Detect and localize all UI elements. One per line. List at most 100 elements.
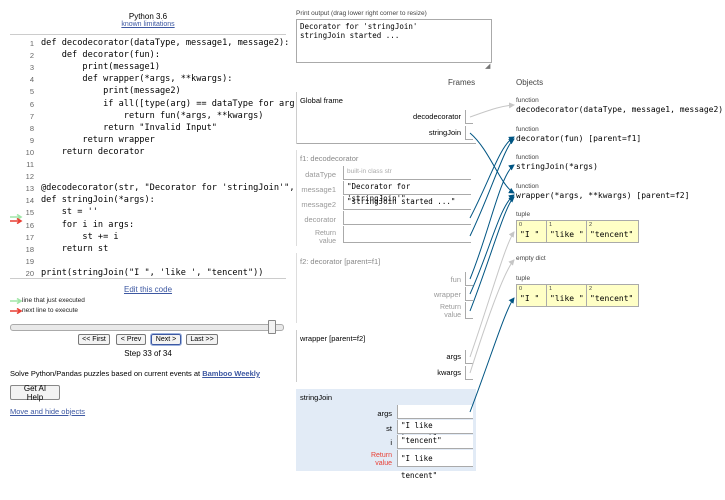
line-number: 11 — [26, 160, 34, 169]
f2-wrapper-pointer — [465, 287, 473, 301]
tuple1-type: tuple — [516, 211, 531, 218]
f2-fun-pointer — [465, 272, 473, 286]
line-number: 15 — [25, 208, 34, 218]
tuple1-cell-2: 2"tencent" — [587, 221, 638, 242]
print-output-box[interactable]: Decorator for 'stringJoin' stringJoin st… — [296, 19, 492, 63]
resize-grip-icon[interactable]: ◢ — [485, 63, 491, 70]
arrow-f2-return — [469, 196, 515, 312]
legend-green-arrow-icon — [10, 298, 23, 304]
step-counter: Step 33 of 34 — [124, 349, 172, 358]
code-text: def wrapper(*args, **kwargs): — [41, 74, 233, 85]
code-line: 8 return "Invalid Input" — [10, 123, 286, 135]
code-line: 11 — [10, 159, 286, 171]
f1-message2-value: "stringJoin started ..." — [343, 196, 471, 210]
line-number: 17 — [25, 232, 34, 242]
wrapper-args-pointer — [465, 350, 473, 364]
arrow-f1-return — [469, 138, 515, 237]
line-number: 12 — [25, 172, 34, 182]
wrapper-var-kwargs: kwargs — [437, 368, 461, 377]
frames-header: Frames — [448, 78, 476, 87]
code-line: 18 return st — [10, 244, 286, 256]
f1-var-datatype: dataType — [305, 170, 336, 179]
f1-var-decorator: decorator — [304, 215, 336, 224]
code-line: 9 return wrapper — [10, 135, 286, 147]
tuple1-value: "like " — [550, 230, 584, 239]
f2-var-wrapper: wrapper — [433, 290, 461, 299]
f1-frame-border — [296, 150, 297, 246]
global-frame: Global frame decodecorator stringJoin — [296, 92, 476, 144]
func3-signature: stringJoin(*args) — [516, 162, 598, 171]
code-text: st = '' — [41, 207, 98, 218]
f2-frame-border — [296, 253, 297, 323]
code-text: def decorator(fun): — [41, 50, 160, 61]
code-text: for i in args: — [41, 219, 135, 230]
global-frame-border — [296, 92, 297, 144]
f1-frame: f1: decodecorator dataType message1 mess… — [296, 150, 476, 246]
next-button[interactable]: Next > — [150, 333, 182, 346]
line-number: 4 — [29, 75, 34, 85]
move-hide-objects-link[interactable]: Move and hide objects — [10, 407, 86, 416]
code-text: @decodecorator(str, "Decorator for 'stri… — [41, 183, 295, 194]
stringjoin-var-st: st — [386, 424, 392, 433]
code-top-border — [10, 34, 286, 35]
f1-return-value — [343, 226, 471, 243]
f2-frame: f2: decorator [parent=f1] fun wrapper Re… — [296, 253, 476, 323]
code-line: 4 def wrapper(*args, **kwargs): — [10, 74, 286, 86]
tuple1-index: 0 — [519, 222, 523, 228]
stringjoin-var-args: args — [377, 409, 392, 418]
f1-datatype-value: built-in class str — [343, 166, 471, 180]
print-output-label: Print output (drag lower right corner to… — [296, 10, 427, 17]
legend-just-executed: line that just executed — [22, 297, 85, 304]
code-text: return st — [41, 243, 109, 254]
func4-type: function — [516, 183, 539, 190]
first-button[interactable]: << First — [78, 334, 110, 345]
line-number: 13 — [25, 184, 34, 194]
global-decodecorator-pointer — [465, 110, 473, 124]
puzzle-promo: Solve Python/Pandas puzzles based on cur… — [10, 369, 260, 378]
stringjoin-frame-title: stringJoin — [300, 393, 333, 402]
objects-header: Objects — [516, 78, 544, 87]
func4-signature: wrapper(*args, **kwargs) [parent=f2] — [516, 191, 690, 200]
step-slider-track[interactable] — [10, 324, 284, 331]
code-text: return fun(*args, **kwargs) — [41, 110, 264, 121]
func2-signature: decorator(fun) [parent=f1] — [516, 134, 642, 143]
tuple2-index: 2 — [589, 286, 593, 292]
f2-frame-title: f2: decorator [parent=f1] — [300, 257, 381, 266]
code-text: if all([type(arg) == dataType for arg — [41, 98, 295, 109]
f2-var-return: Return value — [439, 304, 461, 319]
line-number: 20 — [25, 268, 34, 278]
func1-signature: decodecorator(dataType, message1, messag… — [516, 105, 724, 114]
get-ai-help-button[interactable]: Get AI Help — [10, 384, 60, 402]
code-line: 13 @decodecorator(str, "Decorator for 'st… — [10, 183, 295, 195]
f2-return-pointer — [465, 302, 473, 319]
last-button[interactable]: Last >> — [186, 334, 218, 345]
language-title: Python 3.6 — [128, 12, 168, 21]
edit-code-link[interactable]: Edit this code — [123, 285, 173, 294]
line-number: 7 — [29, 111, 34, 121]
arrow-wrapper-kwargs — [469, 259, 515, 374]
f1-var-return: Return value — [314, 230, 336, 245]
line-number: 2 — [29, 51, 34, 61]
tuple2-cell-2: 2"tencent" — [587, 285, 638, 306]
global-var-decodecorator: decodecorator — [413, 112, 461, 121]
code-line: 3 print(message1) — [10, 62, 286, 74]
known-limitations-link[interactable]: known limitations — [121, 21, 175, 28]
prev-button[interactable]: < Prev — [116, 334, 146, 345]
line-number: 19 — [25, 256, 34, 266]
code-text: return "Invalid Input" — [41, 122, 217, 133]
legend-next-line: next line to execute — [22, 307, 79, 314]
arrow-stringjoin — [469, 132, 515, 194]
puzzle-text: Solve Python/Pandas puzzles based on cur… — [10, 369, 203, 378]
step-slider-handle[interactable] — [267, 320, 276, 334]
wrapper-frame: wrapper [parent=f2] args kwargs — [296, 330, 476, 382]
wrapper-var-args: args — [446, 352, 461, 361]
bamboo-weekly-link[interactable]: Bamboo Weekly — [202, 369, 260, 378]
global-stringjoin-pointer — [465, 126, 473, 140]
f1-var-message2: message2 — [301, 200, 336, 209]
f1-frame-title: f1: decodecorator — [300, 154, 359, 163]
code-line: 12 — [10, 171, 286, 183]
tuple2: 0"I " 1"like " 2"tencent" — [516, 284, 639, 307]
code-text: return wrapper — [41, 134, 155, 145]
